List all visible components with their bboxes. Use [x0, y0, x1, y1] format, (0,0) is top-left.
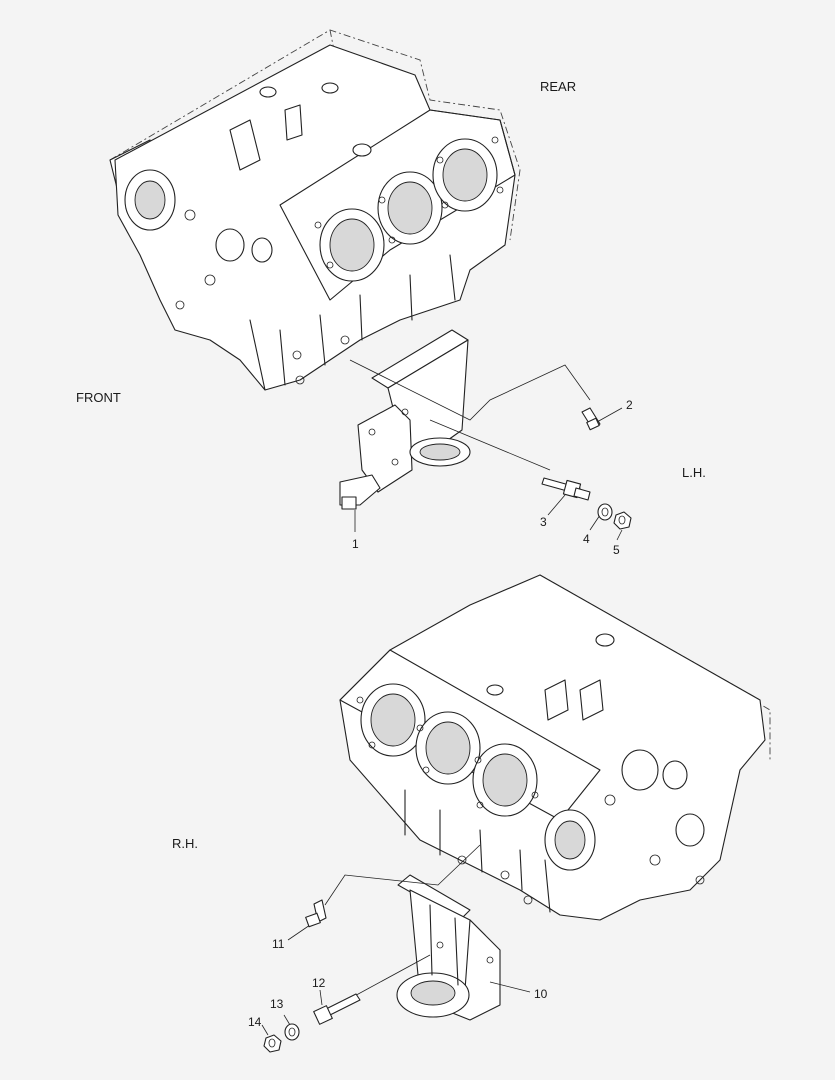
- callout-5: 5: [613, 543, 620, 557]
- callout-10: 10: [534, 987, 548, 1001]
- stud-part-3: [541, 477, 591, 501]
- callout-12: 12: [312, 976, 326, 990]
- lower-engine-block: [339, 574, 771, 921]
- callout-11: 11: [272, 937, 285, 951]
- washer-part-13: [284, 1023, 300, 1041]
- callout-1: 1: [352, 537, 359, 551]
- lower-oil-filter-bracket: [396, 874, 501, 1021]
- bolt-part-2: [581, 407, 601, 431]
- nut-part-14: [263, 1034, 282, 1053]
- callout-13: 13: [270, 997, 284, 1011]
- rear-label: REAR: [540, 79, 576, 94]
- callout-14: 14: [248, 1015, 262, 1029]
- washer-part-4: [597, 503, 613, 521]
- lh-label: L.H.: [682, 465, 706, 480]
- upper-leader-lines: [349, 359, 623, 541]
- callout-4: 4: [583, 532, 590, 546]
- front-label: FRONT: [76, 390, 121, 405]
- callout-3: 3: [540, 515, 547, 529]
- rh-label: R.H.: [172, 836, 198, 851]
- nut-part-5: [613, 511, 632, 530]
- upper-oil-filter-bracket: [339, 329, 471, 510]
- callout-2: 2: [626, 398, 633, 412]
- upper-engine-block: [109, 29, 521, 391]
- stud-part-12: [313, 993, 361, 1025]
- bolt-part-11: [305, 899, 327, 928]
